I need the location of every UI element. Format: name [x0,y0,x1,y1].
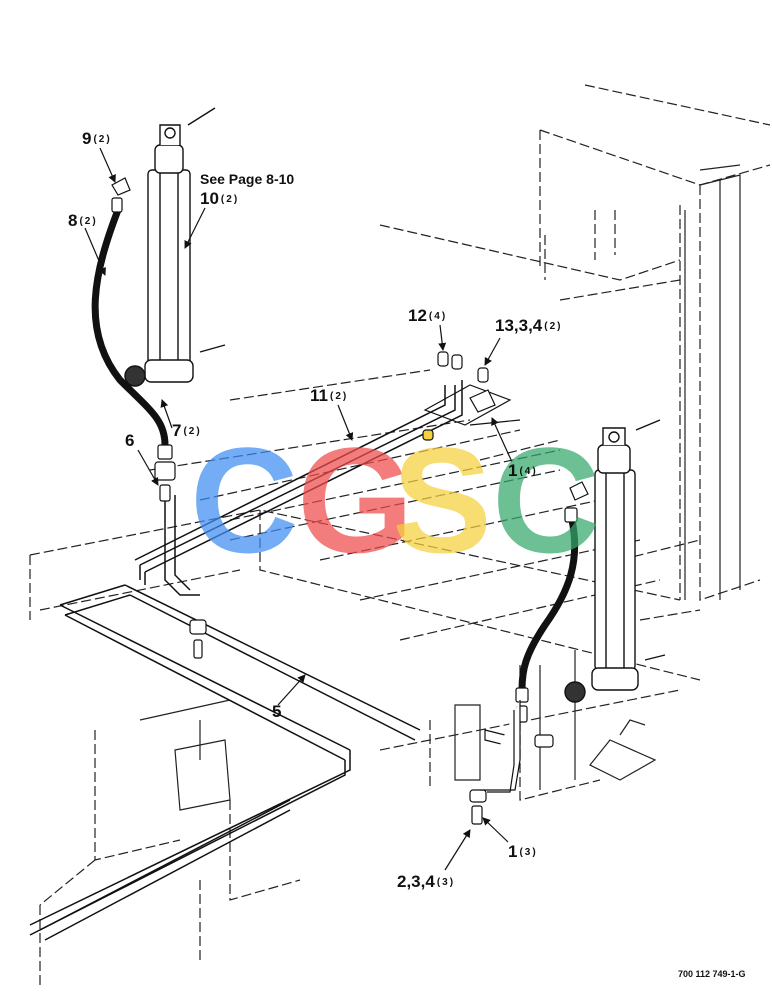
leader-lines [84,147,513,871]
hydraulic-lines-11 [134,380,463,585]
document-number: 700 112 749-1-G [678,969,746,979]
callout-9: 9(2) [82,129,112,148]
callout-10: 10(2) [200,189,240,208]
hydraulic-fittings [111,177,589,825]
hydraulic-cylinder-left [124,107,226,387]
watermark-letter-s: S [392,416,493,584]
callout-13: 13,3,4(2) [495,316,563,335]
callout-8: 8(2) [68,211,98,230]
machine-frame-outline [29,84,771,985]
watermark-letter-c2: C [492,416,601,584]
callout-11: 11(2) [310,386,349,405]
watermark-letter-c: C [190,416,299,584]
callout-6: 6 [125,431,135,450]
callout-1-upper: 1(4) [508,461,538,480]
callout-1-lower: 1(3) [508,842,538,861]
callout-7: 7(2) [172,421,202,440]
see-page-note: See Page 8-10 [200,171,295,187]
hydraulic-cylinder-right [564,419,666,703]
hydraulic-line-5 [29,495,421,941]
callout-2: 2,3,4(3) [397,872,456,891]
callout-5: 5 [272,702,282,721]
callout-12: 12(4) [408,306,448,325]
watermark-letter-g: G [297,416,414,584]
hydraulic-hoses-8 [91,206,579,694]
frame-solid-lines [139,164,741,811]
